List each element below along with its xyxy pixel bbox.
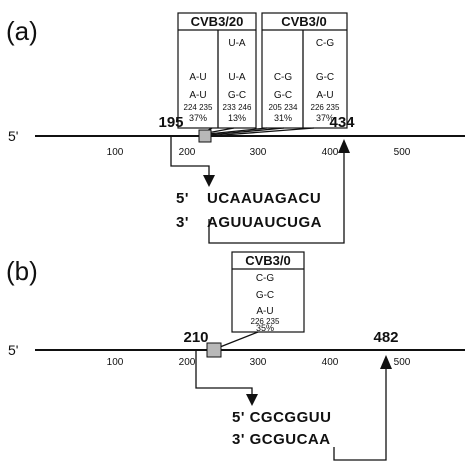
panel-a-site-195: 195 [158, 114, 183, 131]
connector-box2-col2 [209, 127, 315, 137]
panel-a-tick-100: 100 [107, 147, 124, 158]
panel-a-tick-400: 400 [322, 147, 339, 158]
panel-b-seq-5prime: 5' CGCGGUU [232, 409, 331, 426]
panel-b-box-connector [219, 331, 259, 348]
box-cvb3-0-a-frame [261, 12, 348, 129]
panel-a-down-arrow-line [170, 136, 210, 176]
box1-col1-percent: 37% [189, 113, 207, 123]
box2-col2-positions: 226 235 [311, 103, 340, 112]
panel-b-tick-200: 200 [179, 357, 196, 368]
box2-col2-pair-3: A-U [316, 90, 333, 101]
box-b-pair-3: A-U [256, 306, 273, 317]
panel-b-tick-400: 400 [322, 357, 339, 368]
panel-b-down-arrow-head [246, 394, 258, 406]
box1-col2-pair-3: G-C [228, 90, 246, 101]
panel-a-tick-200: 200 [179, 147, 196, 158]
panel-a-seq-3prime: AGUUAUCUGA [207, 214, 322, 231]
panel-b-site-210: 210 [183, 329, 208, 346]
box1-col2-percent: 13% [228, 113, 246, 123]
panel-b-site-482: 482 [373, 329, 398, 346]
panel-a-seq-5prime: UCAAUAGACU [207, 190, 321, 207]
panel-b-up-arrow-head [380, 355, 392, 369]
panel-a-site-marker [198, 129, 212, 143]
panel-a: (a) CVB3/20 A-U A-U 224 235 37% U-A U-A … [6, 12, 465, 244]
panel-b-tick-500: 500 [394, 357, 411, 368]
panel-a-seq-5prime-label: 5' [176, 190, 189, 207]
box-cvb3-0-b-title: CVB3/0 [245, 253, 291, 268]
panel-a-seq-3prime-label: 3' [176, 214, 189, 231]
box-b-pair-2: G-C [256, 290, 274, 301]
box1-col2-positions: 233 246 [223, 103, 252, 112]
panel-b-label: (b) [6, 256, 38, 286]
box-cvb3-0-b-frame [231, 251, 305, 333]
panel-a-tick-300: 300 [250, 147, 267, 158]
box-cvb3-20: CVB3/20 A-U A-U 224 235 37% U-A U-A G-C … [177, 12, 257, 129]
panel-a-down-arrow-head [203, 175, 215, 187]
connector-box2-col1b [208, 127, 285, 136]
box1-col1-positions: 224 235 [184, 103, 213, 112]
box1-col2-pair-2: U-A [228, 72, 246, 83]
box-cvb3-0-a-title: CVB3/0 [281, 14, 327, 29]
box-b-pair-1: C-G [256, 273, 275, 284]
panel-b-site-marker [206, 342, 222, 358]
box-cvb3-20-frame [177, 12, 257, 129]
box2-col1-percent: 31% [274, 113, 292, 123]
panel-b: (b) CVB3/0 C-G G-C A-U 226 235 35% 5' 10… [6, 251, 465, 461]
box2-col1-pair-2: G-C [274, 90, 292, 101]
connector-box2-col1 [207, 127, 268, 135]
panel-b-down-arrow-line [195, 350, 253, 395]
box-cvb3-0-b: CVB3/0 C-G G-C A-U 226 235 35% [231, 251, 305, 333]
box2-col1-pair-1: C-G [274, 72, 293, 83]
panel-a-label: (a) [6, 16, 38, 46]
box2-col2-percent: 37% [316, 113, 334, 123]
panel-b-tick-100: 100 [107, 357, 124, 368]
panel-b-up-arrow-line [333, 368, 387, 461]
box-cvb3-20-title: CVB3/20 [191, 14, 244, 29]
box2-col2-pair-2: G-C [316, 72, 334, 83]
panel-a-5prime-label: 5' [8, 128, 18, 144]
panel-a-up-arrow-head [338, 139, 350, 153]
box2-col2-pair-1: C-G [316, 38, 335, 49]
panel-a-tick-500: 500 [394, 147, 411, 158]
box-cvb3-0-a: CVB3/0 C-G G-C 205 234 31% C-G G-C A-U 2… [261, 12, 348, 129]
box1-col1-pair-1: A-U [189, 72, 206, 83]
panel-a-up-arrow-line [208, 152, 345, 244]
box-b-positions: 226 235 [251, 317, 280, 326]
panel-b-seq-3prime: 3' GCGUCAA [232, 431, 331, 448]
box-connectors-a [204, 127, 315, 137]
box2-col1-positions: 205 234 [269, 103, 298, 112]
box1-col2-pair-1: U-A [228, 38, 246, 49]
panel-b-5prime-label: 5' [8, 342, 18, 358]
panel-b-tick-300: 300 [250, 357, 267, 368]
box-b-percent: 35% [256, 323, 274, 333]
panel-a-site-434: 434 [329, 114, 355, 131]
box1-col1-pair-2: A-U [189, 90, 206, 101]
